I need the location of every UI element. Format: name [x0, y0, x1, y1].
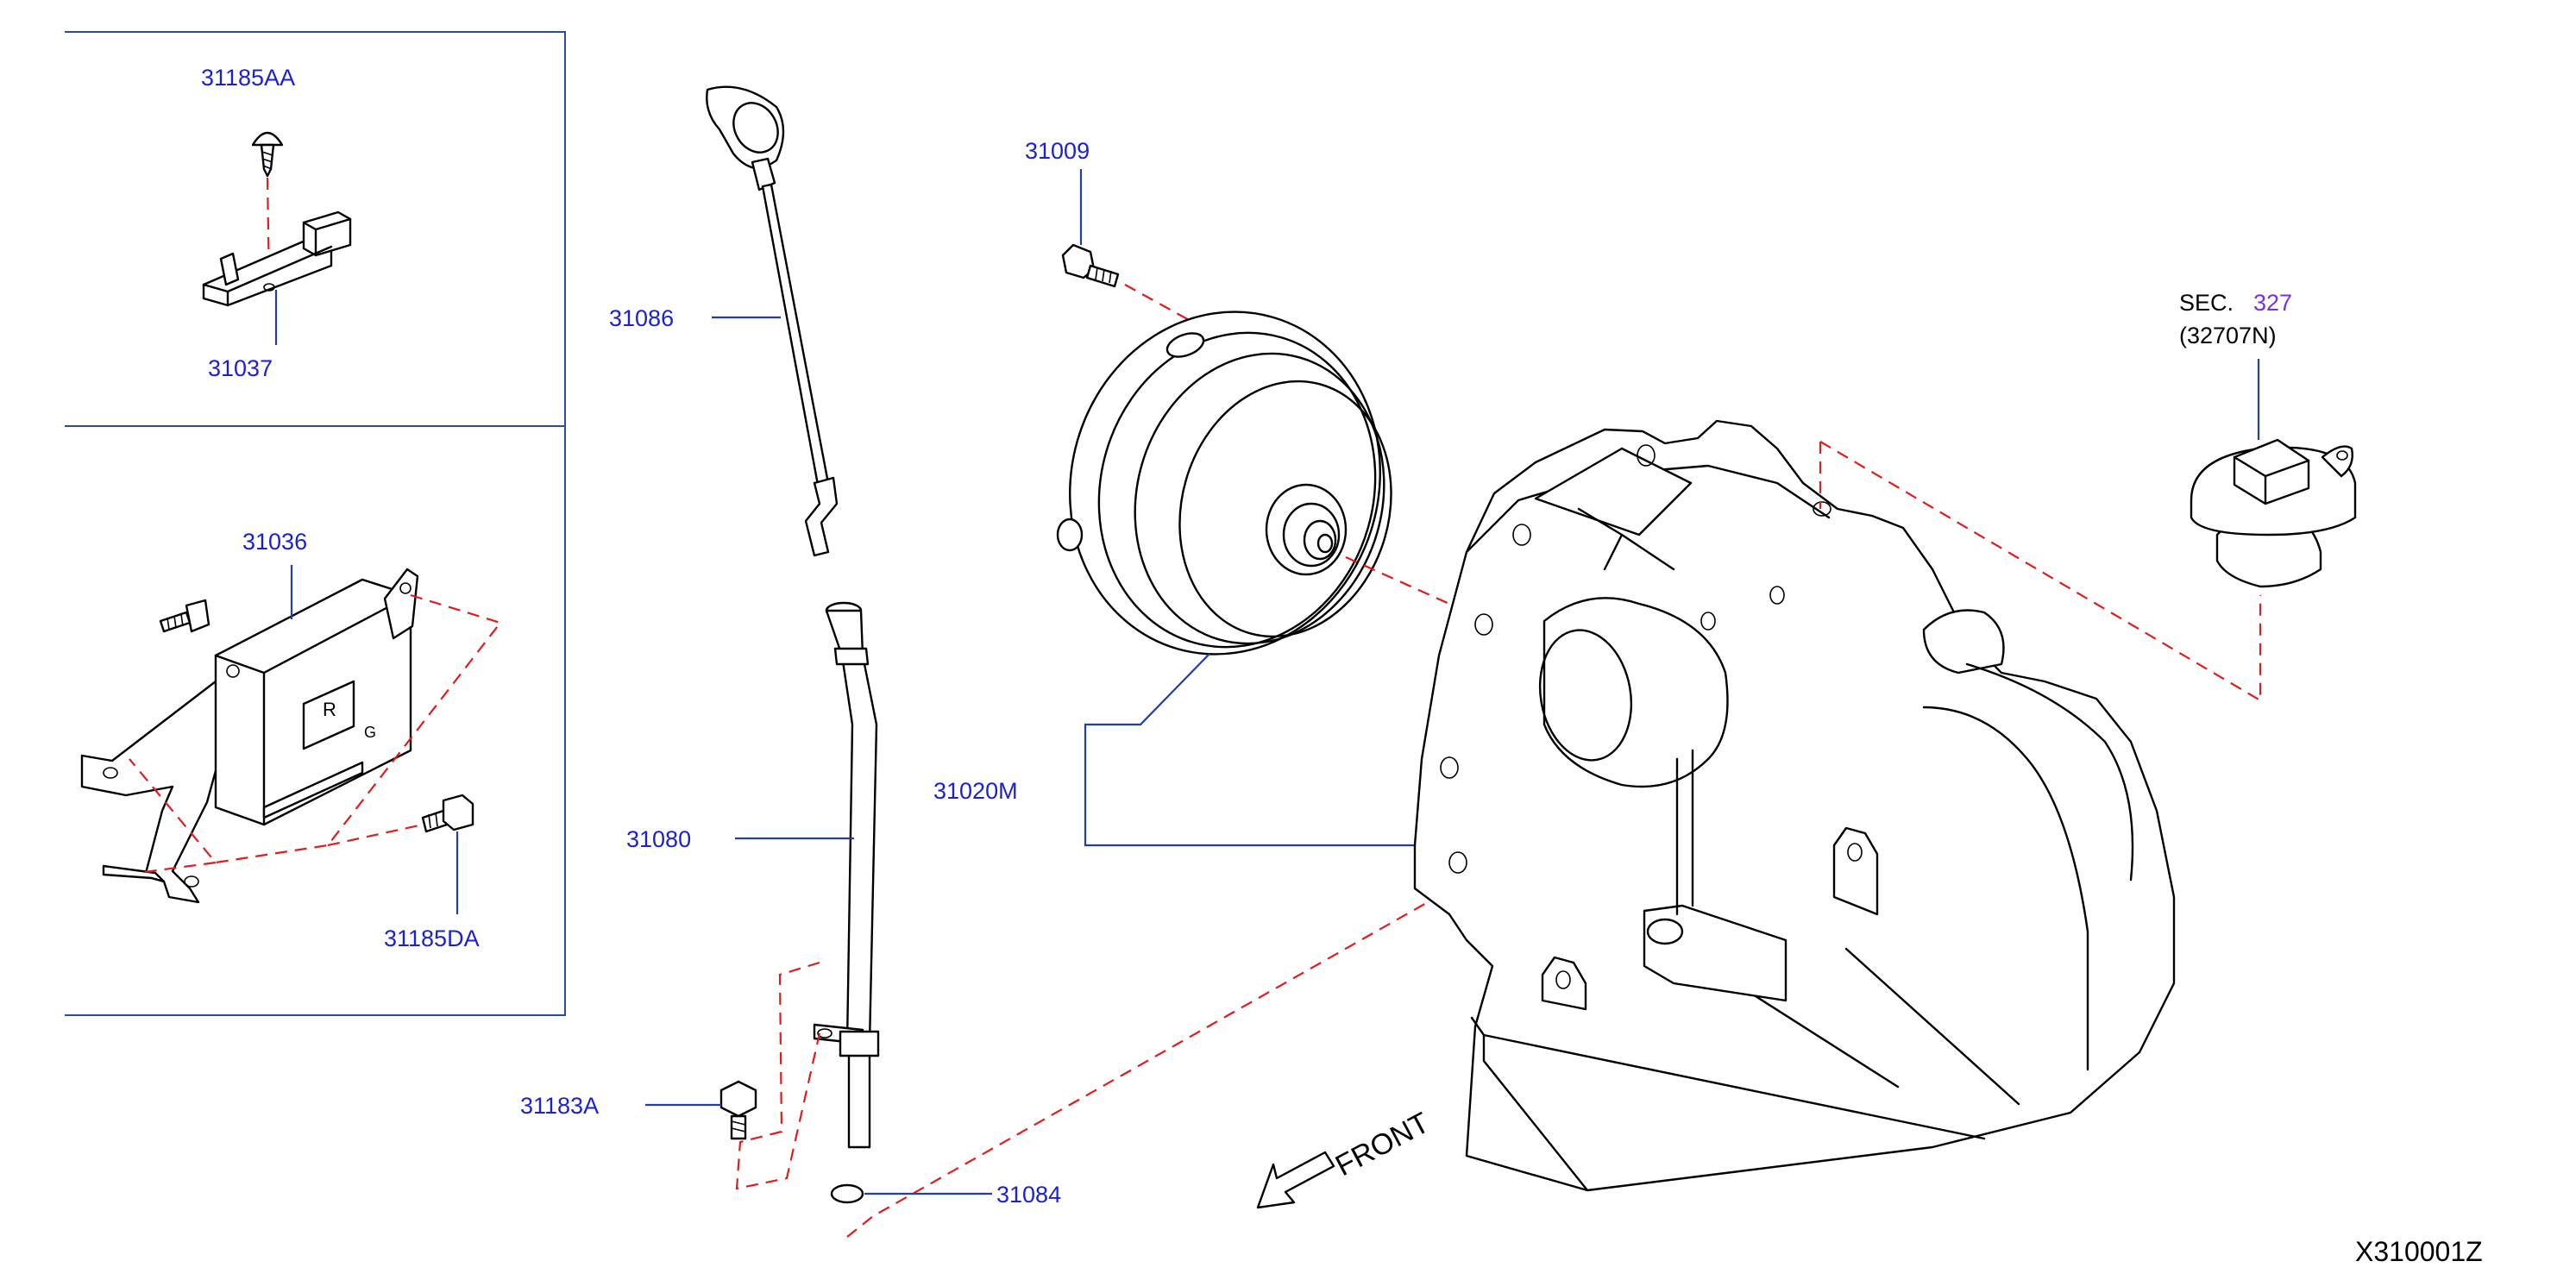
bolt-31009-drawing[interactable] — [1061, 243, 1120, 288]
tube-31080-drawing[interactable] — [813, 601, 880, 1149]
screw-31185aa-drawing[interactable] — [251, 131, 284, 178]
section-prefix: SEC. — [2179, 290, 2234, 316]
dashed-line-tube-bolt — [735, 961, 821, 1190]
part-label-31185aa[interactable]: 31185AA — [201, 65, 295, 91]
svg-text:R: R — [323, 699, 336, 720]
dashed-line-bracket-bolt — [137, 823, 424, 875]
front-arrow: FRONT — [1256, 1107, 1435, 1209]
o-ring-31084-drawing[interactable] — [830, 1183, 864, 1204]
diagram-code: X310001Z — [2355, 1236, 2483, 1267]
dashed-line-sensor-to-case — [1819, 441, 2262, 702]
bolt-31185da-drawing[interactable] — [421, 794, 474, 833]
section-part-number: (32707N) — [2179, 323, 2277, 348]
leader-31020m — [1084, 653, 1415, 847]
bracket-31036-drawing[interactable] — [80, 680, 228, 904]
dipstick-31086-drawing[interactable] — [706, 85, 839, 557]
dashed-line-bolt-to-converter — [1124, 284, 1191, 322]
inset-frames — [65, 31, 566, 1016]
part-label-31080[interactable]: 31080 — [626, 826, 691, 852]
part-label-31185da[interactable]: 31185DA — [384, 925, 480, 951]
part-label-31086[interactable]: 31086 — [609, 305, 674, 331]
bolt-31183a-drawing[interactable] — [719, 1080, 757, 1140]
sensor-32707n-drawing[interactable] — [2190, 438, 2357, 588]
part-label-31036[interactable]: 31036 — [242, 529, 307, 555]
section-link-327[interactable]: 327 — [2253, 290, 2292, 316]
dashed-line-converter-to-case — [1345, 555, 1450, 605]
svg-text:G: G — [364, 724, 376, 741]
svg-text:FRONT: FRONT — [1330, 1107, 1435, 1183]
part-label-31009[interactable]: 31009 — [1025, 138, 1090, 164]
part-label-31084[interactable]: 31084 — [996, 1182, 1061, 1208]
part-label-31183a[interactable]: 31183A — [520, 1093, 599, 1119]
bolt-upper-left-31036 — [159, 599, 210, 633]
part-label-31020m[interactable]: 31020M — [933, 778, 1018, 804]
torque-converter-31020m-drawing[interactable] — [1030, 275, 1421, 692]
bracket-31037-drawing[interactable] — [202, 210, 352, 307]
dashed-line-bracket-loop — [129, 593, 502, 864]
control-unit-31036-drawing[interactable]: R G — [214, 568, 419, 826]
part-label-31037[interactable]: 31037 — [208, 355, 273, 381]
transmission-case-drawing — [1413, 419, 2176, 1192]
